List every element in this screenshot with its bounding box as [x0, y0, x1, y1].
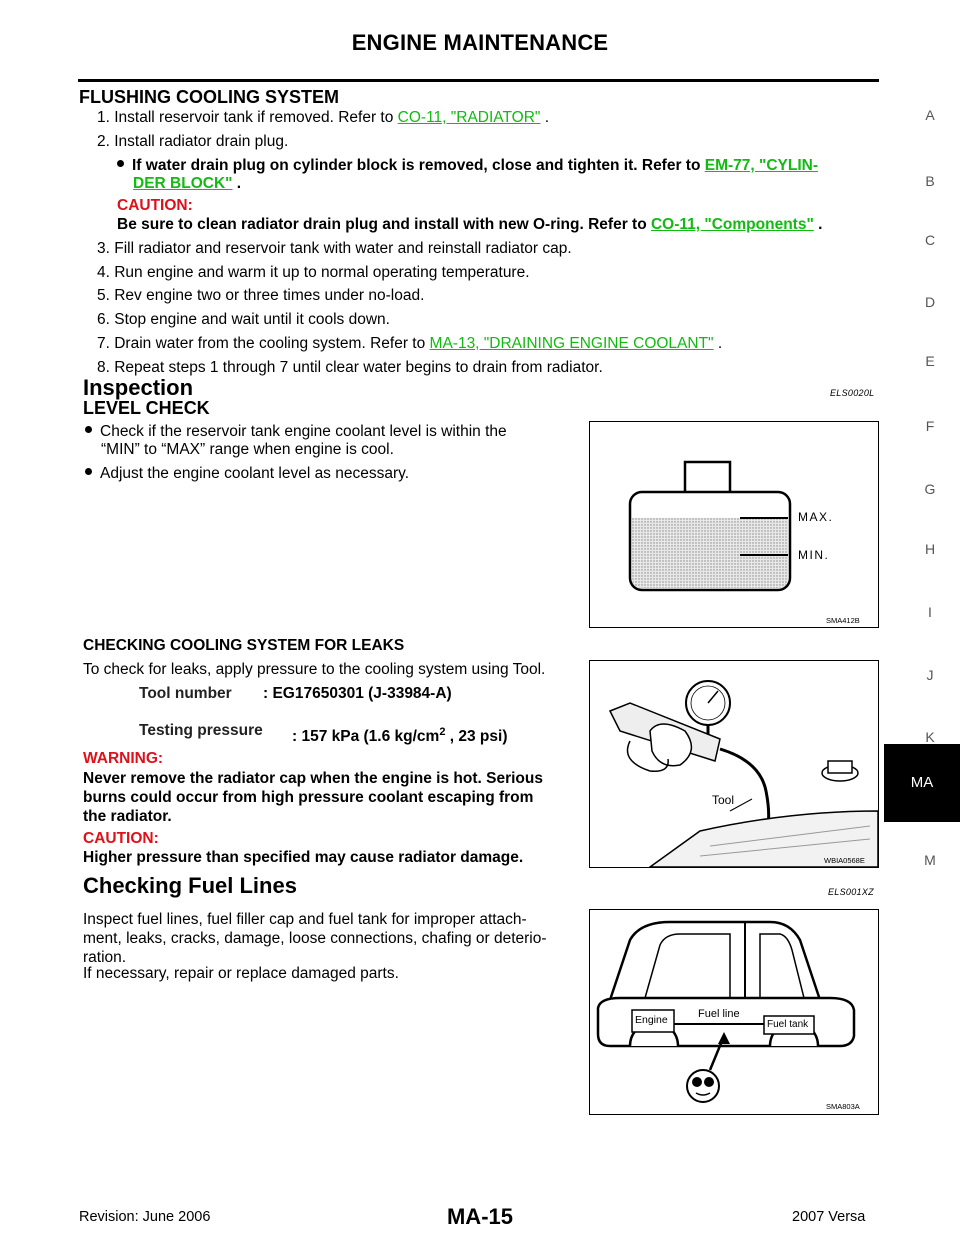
warning-label: WARNING: [83, 750, 164, 767]
footer-revision: Revision: June 2006 [79, 1209, 211, 1225]
fuel-text-2: ment, leaks, cracks, damage, loose conne… [83, 930, 547, 947]
bullet-icon [85, 468, 92, 476]
fuel-text-4: If necessary, repair or replace damaged … [83, 965, 399, 982]
fuel-text-1: Inspect fuel lines, fuel filler cap and … [83, 911, 527, 928]
side-index-e[interactable]: E [925, 353, 935, 369]
link-em77-cylinder-block-cont[interactable]: DER BLOCK" [133, 175, 233, 192]
flush-bullet-cont: DER BLOCK" . [133, 175, 242, 192]
level-check-heading: LEVEL CHECK [83, 398, 210, 418]
flush-caution-label: CAUTION: [117, 197, 193, 214]
leaks-intro: To check for leaks, apply pressure to th… [83, 661, 546, 678]
engine-label: Engine [635, 1014, 668, 1026]
side-index-j[interactable]: J [926, 667, 934, 683]
flushing-heading: FLUSHING COOLING SYSTEM [79, 87, 340, 107]
fig3-code: SMA803A [826, 1102, 860, 1111]
flush-caution-text: Be sure to clean radiator drain plug and… [117, 216, 823, 233]
warning-line-1: Never remove the radiator cap when the e… [83, 770, 543, 787]
fuel-text-3: ration. [83, 949, 127, 966]
inspection-ref: ELS0020L [830, 388, 875, 398]
min-label: MIN. [798, 548, 830, 562]
flush-step-6: 6. Stop engine and wait until it cools d… [97, 311, 390, 328]
reservoir-tank-illustration [628, 460, 792, 592]
leak-caution-label: CAUTION: [83, 830, 159, 847]
side-index-d[interactable]: D [924, 294, 936, 310]
warning-line-3: the radiator. [83, 808, 172, 825]
side-index-g[interactable]: G [924, 481, 936, 497]
flush-step-3: 3. Fill radiator and reservoir tank with… [97, 240, 572, 257]
flush-step-8: 8. Repeat steps 1 through 7 until clear … [97, 359, 603, 376]
level-bullet-1-cont: “MIN” to “MAX” range when engine is cool… [101, 441, 394, 458]
fig1-code: SMA412B [826, 616, 860, 625]
side-index-f[interactable]: F [925, 418, 935, 434]
bullet-icon [117, 160, 124, 168]
footer-model: 2007 Versa [792, 1209, 866, 1225]
warning-line-2: burns could occur from high pressure coo… [83, 789, 534, 806]
fuel-lines-figure: Engine Fuel line Fuel tank SMA803A [589, 909, 879, 1115]
side-index-h[interactable]: H [924, 541, 936, 557]
tool-label: Tool [712, 793, 735, 807]
level-bullet-1: Check if the reservoir tank engine coola… [85, 422, 507, 442]
side-index-a[interactable]: A [925, 107, 935, 123]
max-label: MAX. [798, 510, 834, 524]
header-rule [78, 79, 879, 82]
side-index-i[interactable]: I [928, 604, 932, 620]
reservoir-tank-figure: MAX. MIN. SMA412B [589, 421, 879, 628]
flush-bullet: If water drain plug on cylinder block is… [117, 156, 879, 175]
testing-pressure-label: Testing pressure [139, 722, 263, 739]
flush-step-7: 7. Drain water from the cooling system. … [97, 335, 723, 352]
leak-caution-text: Higher pressure than specified may cause… [83, 849, 524, 866]
pressure-tester-illustration [608, 680, 879, 868]
side-index-b[interactable]: B [925, 173, 935, 189]
bullet-icon [85, 426, 92, 434]
flush-step-5: 5. Rev engine two or three times under n… [97, 287, 425, 304]
flush-step-4: 4. Run engine and warm it up to normal o… [97, 264, 530, 281]
leaks-heading: CHECKING COOLING SYSTEM FOR LEAKS [83, 637, 405, 654]
level-bullet-2: Adjust the engine coolant level as neces… [85, 464, 409, 484]
side-index-m[interactable]: M [924, 852, 936, 868]
fig2-code: WBIA0568E [824, 856, 865, 865]
tool-number-label: Tool number [139, 685, 232, 702]
fuel-tank-label: Fuel tank [767, 1019, 809, 1030]
fuel-lines-heading: Checking Fuel Lines [83, 873, 297, 898]
side-index-k[interactable]: K [925, 729, 935, 745]
link-co11-radiator[interactable]: CO-11, "RADIATOR" [397, 109, 541, 126]
link-ma13-draining[interactable]: MA-13, "DRAINING ENGINE COOLANT" [429, 335, 714, 352]
pressure-tester-figure: Tool WBIA0568E [589, 660, 879, 868]
side-index-ma-active[interactable]: MA [884, 744, 960, 822]
side-index-c[interactable]: C [924, 232, 936, 248]
car-illustration [596, 920, 856, 1103]
link-em77-cylinder-block[interactable]: EM-77, "CYLIN- [704, 157, 819, 174]
fuel-line-label: Fuel line [698, 1008, 740, 1020]
page-title: ENGINE MAINTENANCE [351, 30, 609, 55]
flush-step-1: 1. Install reservoir tank if removed. Re… [97, 109, 550, 126]
tool-number-value: : EG17650301 (J-33984-A) [263, 685, 452, 702]
flush-step-2: 2. Install radiator drain plug. [97, 133, 289, 150]
inspection-heading: Inspection [83, 375, 194, 400]
link-co11-components[interactable]: CO-11, "Components" [650, 216, 814, 233]
footer-page-number: MA-15 [446, 1204, 513, 1229]
fuel-lines-ref: ELS001XZ [828, 887, 874, 897]
testing-pressure-value: : 157 kPa (1.6 kg/cm2 , 23 psi) [292, 726, 508, 746]
